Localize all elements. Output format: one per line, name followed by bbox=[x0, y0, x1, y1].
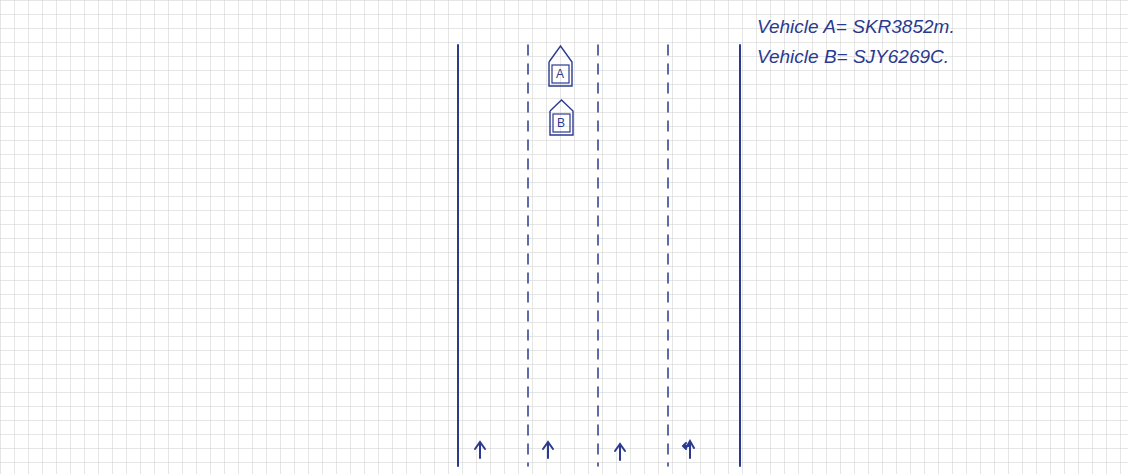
lane-arrow bbox=[683, 441, 694, 458]
vehicle-symbol: B bbox=[550, 100, 573, 135]
road-edge bbox=[457, 45, 459, 466]
vehicle-letter: B bbox=[557, 117, 565, 129]
vehicle-note: Vehicle A= SKR3852m. bbox=[757, 16, 955, 39]
lane-divider bbox=[597, 45, 599, 466]
lane-divider bbox=[667, 45, 669, 466]
vehicle-note: Vehicle B= SJY6269C. bbox=[757, 46, 949, 69]
vehicle-symbol: A bbox=[549, 46, 572, 86]
lane-arrow bbox=[615, 444, 625, 460]
vehicle-outline bbox=[549, 46, 572, 86]
lane-divider bbox=[527, 45, 529, 466]
lane-arrow bbox=[475, 442, 485, 458]
vehicle-letter: A bbox=[556, 68, 564, 80]
road-edge bbox=[739, 45, 741, 466]
lane-arrow bbox=[543, 442, 553, 458]
